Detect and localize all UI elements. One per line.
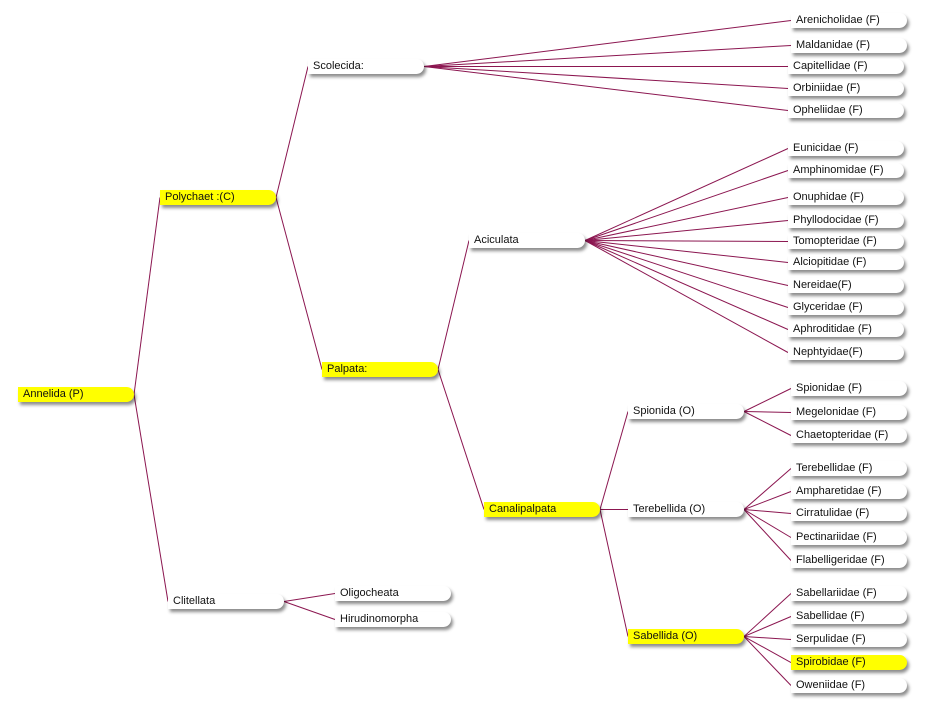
edge-clitellata-to-oligocheata [283,593,336,602]
node-ampharetidae-f[interactable]: Ampharetidae (F) [791,484,907,499]
node-hirudinomorpha[interactable]: Hirudinomorpha [335,612,451,627]
node-sabellariidae-f[interactable]: Sabellariidae (F) [791,586,907,601]
node-clitellata[interactable]: Clitellata [168,594,284,609]
edge-spionida-o-to-spionidae-f [743,388,792,412]
edge-spionida-o-to-chaetopteridae-f [743,411,792,436]
edge-polychaet-c-to-palpata [275,197,323,370]
edge-aciculata-to-eunicidae-f [584,148,789,241]
node-flabelligeridae-f[interactable]: Flabelligeridae (F) [791,553,907,568]
edge-spionida-o-to-megelonidae-f [743,411,792,413]
edge-scolecida-to-orbiniidae-f [423,66,789,89]
edge-sabellida-o-to-sabellariidae-f [743,593,792,637]
edge-palpata-to-canalipalpata [437,369,485,510]
node-arenicholidae-f[interactable]: Arenicholidae (F) [791,13,907,28]
edge-sabellida-o-to-sabellidae-f [743,616,792,637]
node-eunicidae-f[interactable]: Eunicidae (F) [788,141,904,156]
node-spionida-o[interactable]: Spionida (O) [628,404,744,419]
edge-sabellida-o-to-spirobidae-f [743,636,792,663]
edge-palpata-to-aciculata [437,240,470,370]
edge-sabellida-o-to-serpulidae-f [743,636,792,640]
node-terebellidae-f[interactable]: Terebellidae (F) [791,461,907,476]
node-phyllodocidae-f[interactable]: Phyllodocidae (F) [788,213,904,228]
node-serpulidae-f[interactable]: Serpulidae (F) [791,632,907,647]
edge-aciculata-to-nephtyidae-f [584,240,789,353]
node-canalipalpata[interactable]: Canalipalpata [484,502,600,517]
edge-sabellida-o-to-oweniidae-f [743,636,792,686]
edge-scolecida-to-maldanidae-f [423,45,792,67]
node-capitellidae-f[interactable]: Capitellidae (F) [788,59,904,74]
edge-aciculata-to-tomopteridae-f [584,240,789,242]
edge-polychaet-c-to-scolecida [275,66,309,198]
node-aphroditidae-f[interactable]: Aphroditidae (F) [788,322,904,337]
edge-clitellata-to-hirudinomorpha [283,601,336,620]
node-megelonidae-f[interactable]: Megelonidae (F) [791,405,907,420]
node-orbiniidae-f[interactable]: Orbiniidae (F) [788,81,904,96]
node-oweniidae-f[interactable]: Oweniidae (F) [791,678,907,693]
edge-annelida-p-to-polychaet-c [133,197,161,395]
node-sabellidae-f[interactable]: Sabellidae (F) [791,609,907,624]
node-chaetopteridae-f[interactable]: Chaetopteridae (F) [791,428,907,443]
node-nephtyidae-f[interactable]: Nephtyidae(F) [788,345,904,360]
edge-scolecida-to-opheliidae-f [423,66,789,111]
node-opheliidae-f[interactable]: Opheliidae (F) [788,103,904,118]
node-aciculata[interactable]: Aciculata [469,233,585,248]
node-glyceridae-f[interactable]: Glyceridae (F) [788,300,904,315]
edge-terebellida-o-to-pectinariidae-f [743,509,792,538]
node-terebellida-o[interactable]: Terebellida (O) [628,502,744,517]
edge-aciculata-to-phyllodocidae-f [584,220,789,241]
edge-aciculata-to-alciopitidae-f [584,240,789,263]
node-spionidae-f[interactable]: Spionidae (F) [791,381,907,396]
node-scolecida[interactable]: Scolecida: [308,59,424,74]
node-alciopitidae-f[interactable]: Alciopitidae (F) [788,255,904,270]
edge-aciculata-to-amphinomidae-f [584,170,789,241]
edge-aciculata-to-aphroditidae-f [584,240,789,330]
edge-terebellida-o-to-terebellidae-f [743,468,792,510]
node-polychaet-c[interactable]: Polychaet :(C) [160,190,276,205]
node-sabellida-o[interactable]: Sabellida (O) [628,629,744,644]
node-nereidae-f[interactable]: Nereidae(F) [788,278,904,293]
edge-scolecida-to-arenicholidae-f [423,20,792,67]
edge-aciculata-to-onuphidae-f [584,197,789,241]
edge-terebellida-o-to-cirratulidae-f [743,509,792,514]
node-annelida-p[interactable]: Annelida (P) [18,387,134,402]
node-spirobidae-f[interactable]: Spirobidae (F) [791,655,907,670]
node-onuphidae-f[interactable]: Onuphidae (F) [788,190,904,205]
node-amphinomidae-f[interactable]: Amphinomidae (F) [788,163,904,178]
edge-annelida-p-to-clitellata [133,394,169,602]
node-pectinariidae-f[interactable]: Pectinariidae (F) [791,530,907,545]
edge-canalipalpata-to-sabellida-o [599,509,629,637]
node-oligocheata[interactable]: Oligocheata [335,586,451,601]
node-tomopteridae-f[interactable]: Tomopteridae (F) [788,234,904,249]
edge-aciculata-to-nereidae-f [584,240,789,286]
node-palpata[interactable]: Palpata: [322,362,438,377]
node-maldanidae-f[interactable]: Maldanidae (F) [791,38,907,53]
edge-terebellida-o-to-flabelligeridae-f [743,509,792,561]
edge-canalipalpata-to-spionida-o [599,411,629,510]
node-cirratulidae-f[interactable]: Cirratulidae (F) [791,506,907,521]
edge-terebellida-o-to-ampharetidae-f [743,491,792,510]
edge-aciculata-to-glyceridae-f [584,240,789,308]
